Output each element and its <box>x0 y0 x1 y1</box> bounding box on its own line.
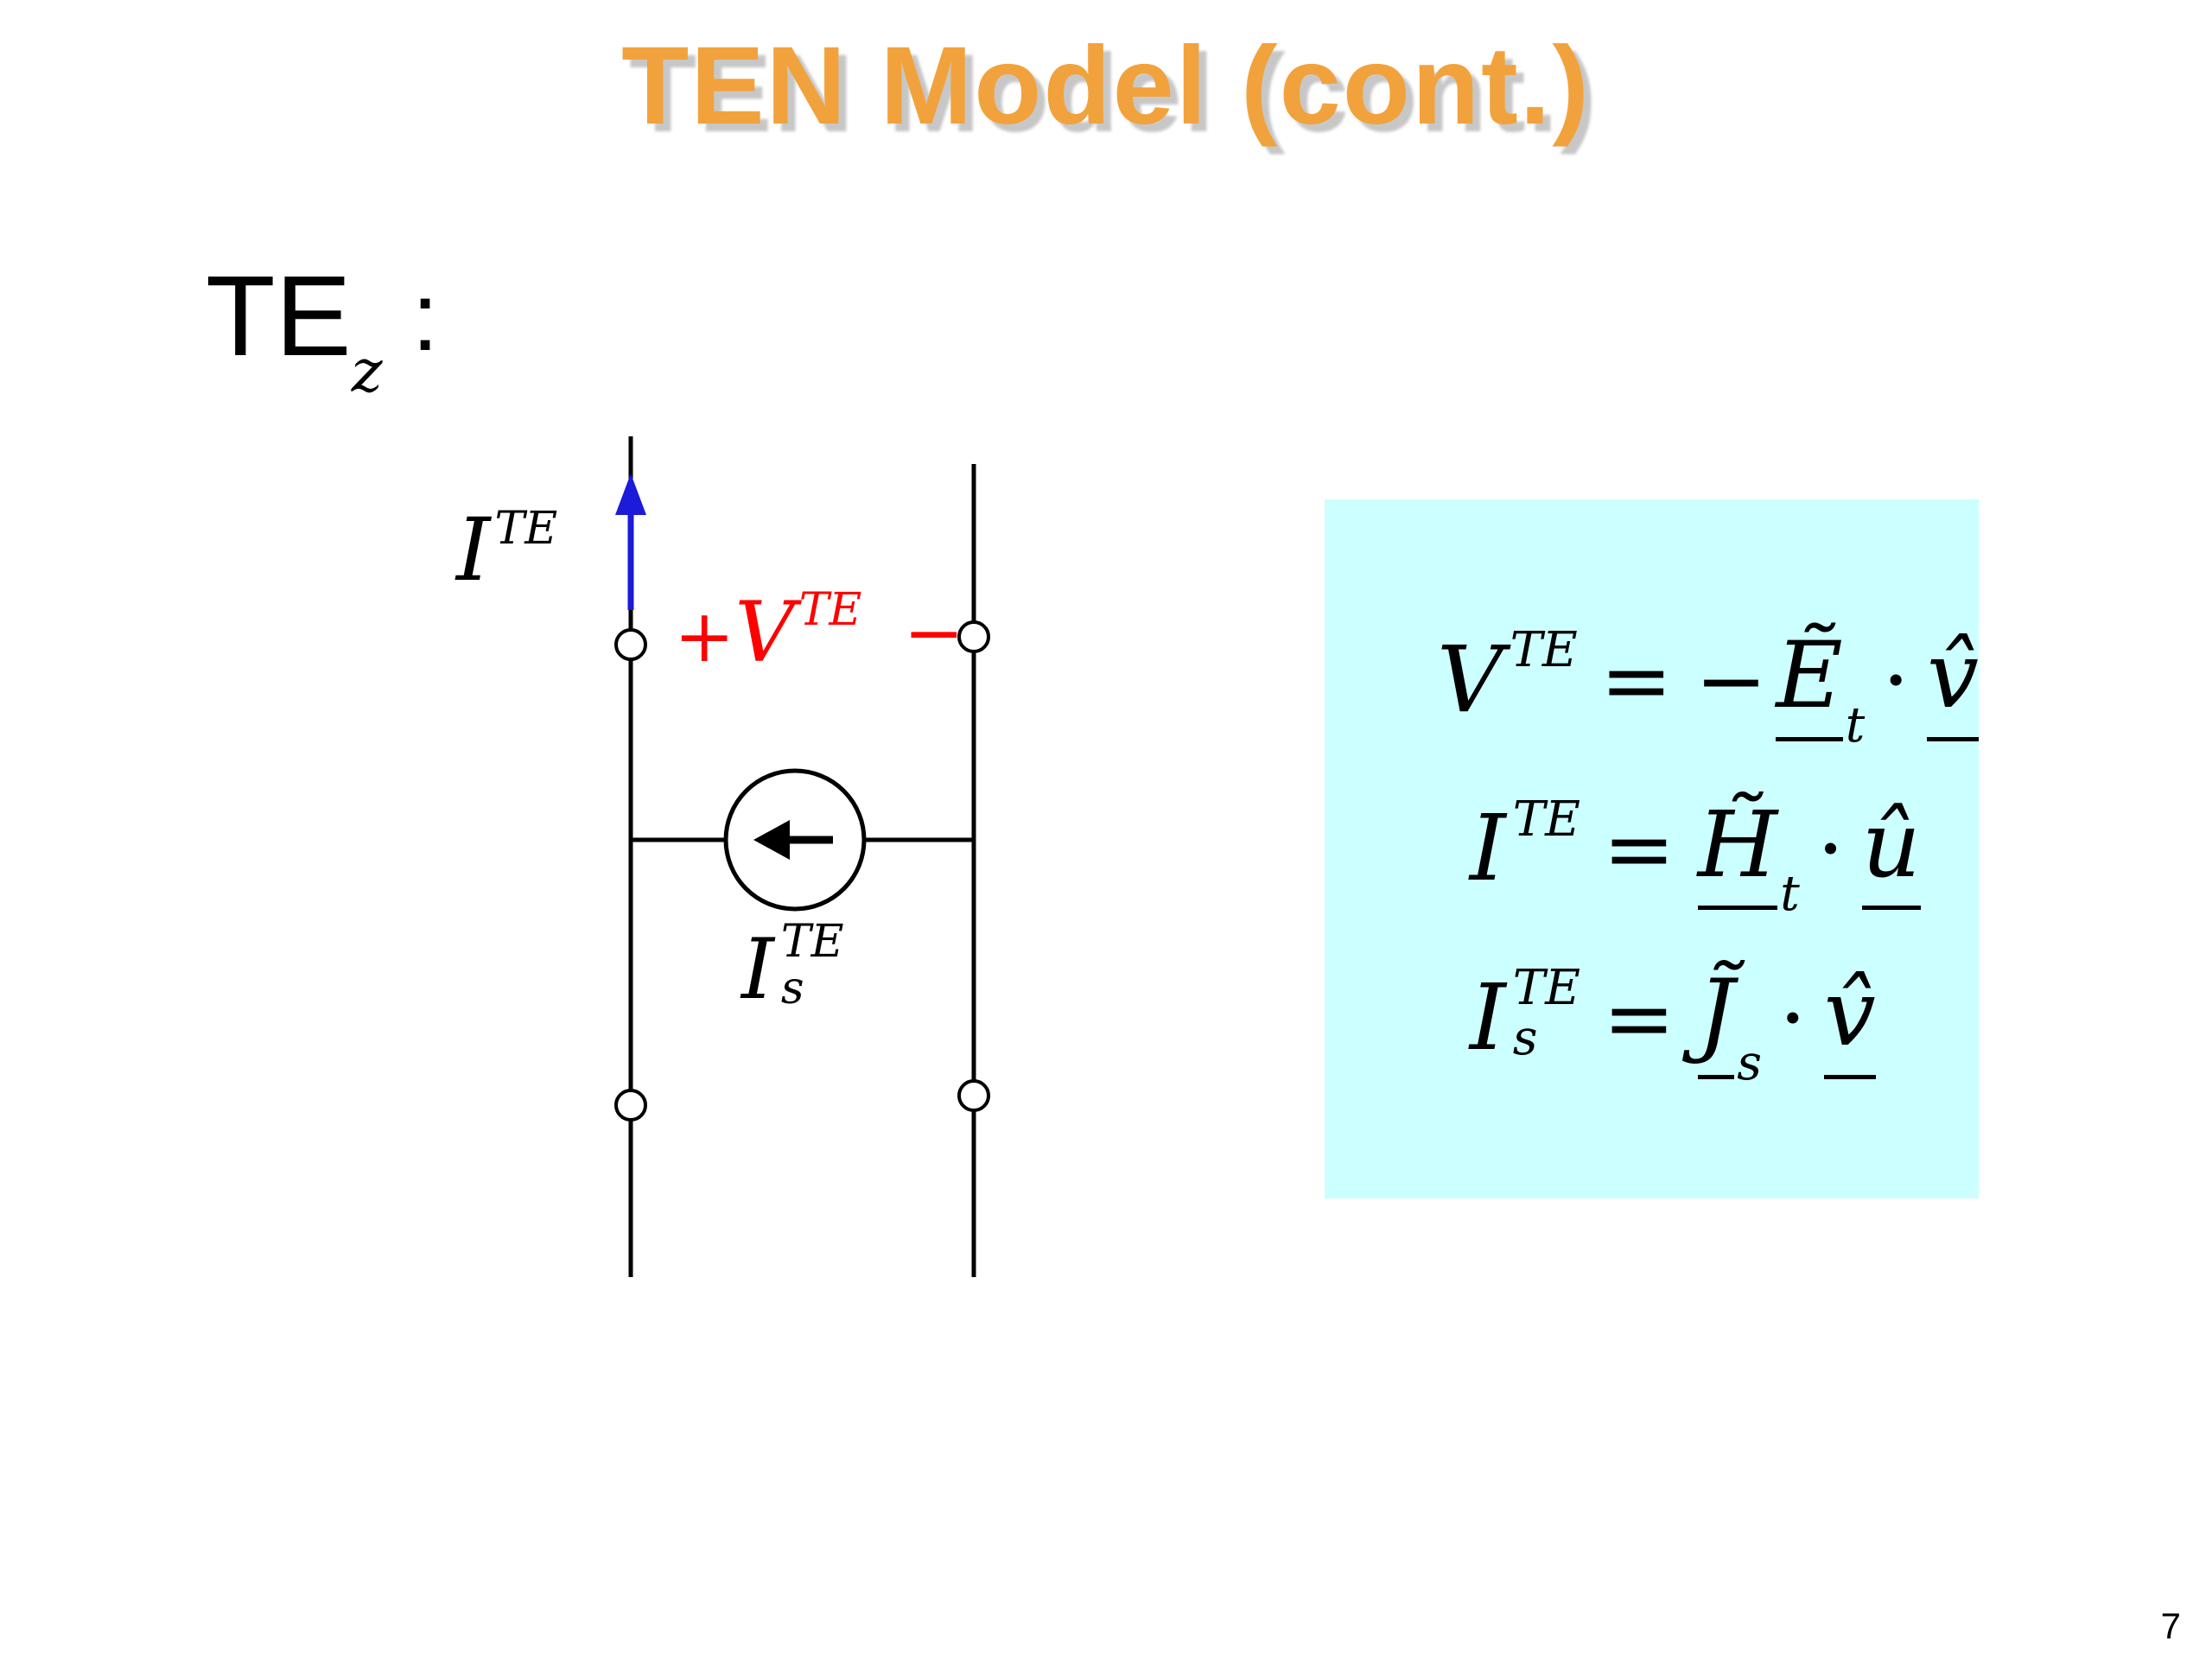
unit-vector-symbol: û <box>1861 788 1921 911</box>
equations-panel: V TE = − Ẽ t · v̂ <box>1325 499 1979 1198</box>
field-term: J̃ s <box>1697 957 1762 1091</box>
current-arrow-head <box>615 474 646 515</box>
mode-label: TEz: <box>206 251 439 406</box>
voltage-label: +VTE − <box>674 584 964 681</box>
lhs-superscript: TE <box>1512 960 1580 1016</box>
equation-rhs: − Ẽ t · v̂ <box>1694 619 1979 753</box>
field-term: H̃ t <box>1697 788 1800 922</box>
dot-operator: · <box>1816 798 1845 899</box>
equation-iste: I TE s = J̃ s · v̂ <box>1363 957 1979 1091</box>
unit-vector-symbol: v̂ <box>1823 957 1876 1079</box>
terminal-node-top-right <box>957 620 990 653</box>
current-label-base: I <box>456 499 491 601</box>
equation-ite: I TE = H̃ t · û <box>1363 788 1979 922</box>
slide-title: TEN Model (cont.) <box>621 24 1591 148</box>
field-subscript: s <box>1737 1034 1763 1091</box>
equals-sign: = <box>1603 967 1675 1069</box>
lhs-symbol: I <box>1469 963 1506 1071</box>
equation-lhs: I TE s <box>1363 961 1580 1076</box>
lhs-superscript: TE <box>1510 622 1578 678</box>
terminal-node-top-left <box>614 628 647 661</box>
field-subscript: t <box>1780 866 1800 923</box>
equation-vte: V TE = − Ẽ t · v̂ <box>1363 619 1979 753</box>
lhs-scripts: TE <box>1512 791 1580 896</box>
page-number: 7 <box>2160 1605 2181 1646</box>
equation-lhs: I TE <box>1363 791 1580 906</box>
equation-lhs: V TE <box>1363 623 1578 738</box>
source-current-label: I TE s <box>741 919 844 1018</box>
field-symbol: J̃ <box>1697 957 1735 1079</box>
voltage-minus-sign: − <box>903 590 964 675</box>
current-label: ITE <box>456 499 557 601</box>
lhs-symbol: I <box>1469 795 1506 902</box>
field-symbol: H̃ <box>1697 788 1778 911</box>
equals-sign: = <box>1603 798 1675 899</box>
current-label-superscript: TE <box>494 503 558 555</box>
field-symbol: Ẽ <box>1776 619 1843 741</box>
equation-rhs: J̃ s · v̂ <box>1697 957 1876 1091</box>
unit-vector-term: û <box>1861 788 1921 911</box>
source-label-superscript: TE <box>780 916 844 968</box>
source-label-scripts: TE s <box>781 919 844 1013</box>
terminal-node-bottom-left <box>614 1089 647 1122</box>
unit-vector-term: v̂ <box>1927 619 1979 741</box>
mode-subscript: z <box>351 338 383 406</box>
voltage-label-base: V <box>734 584 795 681</box>
terminal-node-bottom-right <box>957 1079 990 1112</box>
mode-colon: : <box>411 263 439 371</box>
equation-rhs: H̃ t · û <box>1697 788 1921 922</box>
dot-operator: · <box>1779 967 1807 1069</box>
voltage-label-superscript: TE <box>798 584 862 636</box>
unit-vector-term: v̂ <box>1823 957 1876 1079</box>
field-subscript: t <box>1845 696 1866 753</box>
equals-sign: = <box>1599 629 1673 731</box>
voltage-label-left: +VTE <box>674 584 861 681</box>
dot-operator: · <box>1882 629 1910 731</box>
lhs-subscript: s <box>1512 1010 1538 1066</box>
lhs-symbol: V <box>1437 626 1503 733</box>
source-label-base: I <box>741 921 774 1018</box>
source-label-subscript: s <box>780 963 804 1014</box>
mode-base: TE <box>206 252 352 379</box>
minus-sign: − <box>1694 629 1768 731</box>
source-arrow-head <box>753 820 790 860</box>
field-term: Ẽ t <box>1776 619 1865 753</box>
lhs-scripts: TE s <box>1513 964 1580 1065</box>
unit-vector-symbol: v̂ <box>1927 619 1979 741</box>
lhs-scripts: TE <box>1510 626 1578 727</box>
voltage-plus-sign: + <box>674 594 735 678</box>
lhs-superscript: TE <box>1512 791 1580 848</box>
